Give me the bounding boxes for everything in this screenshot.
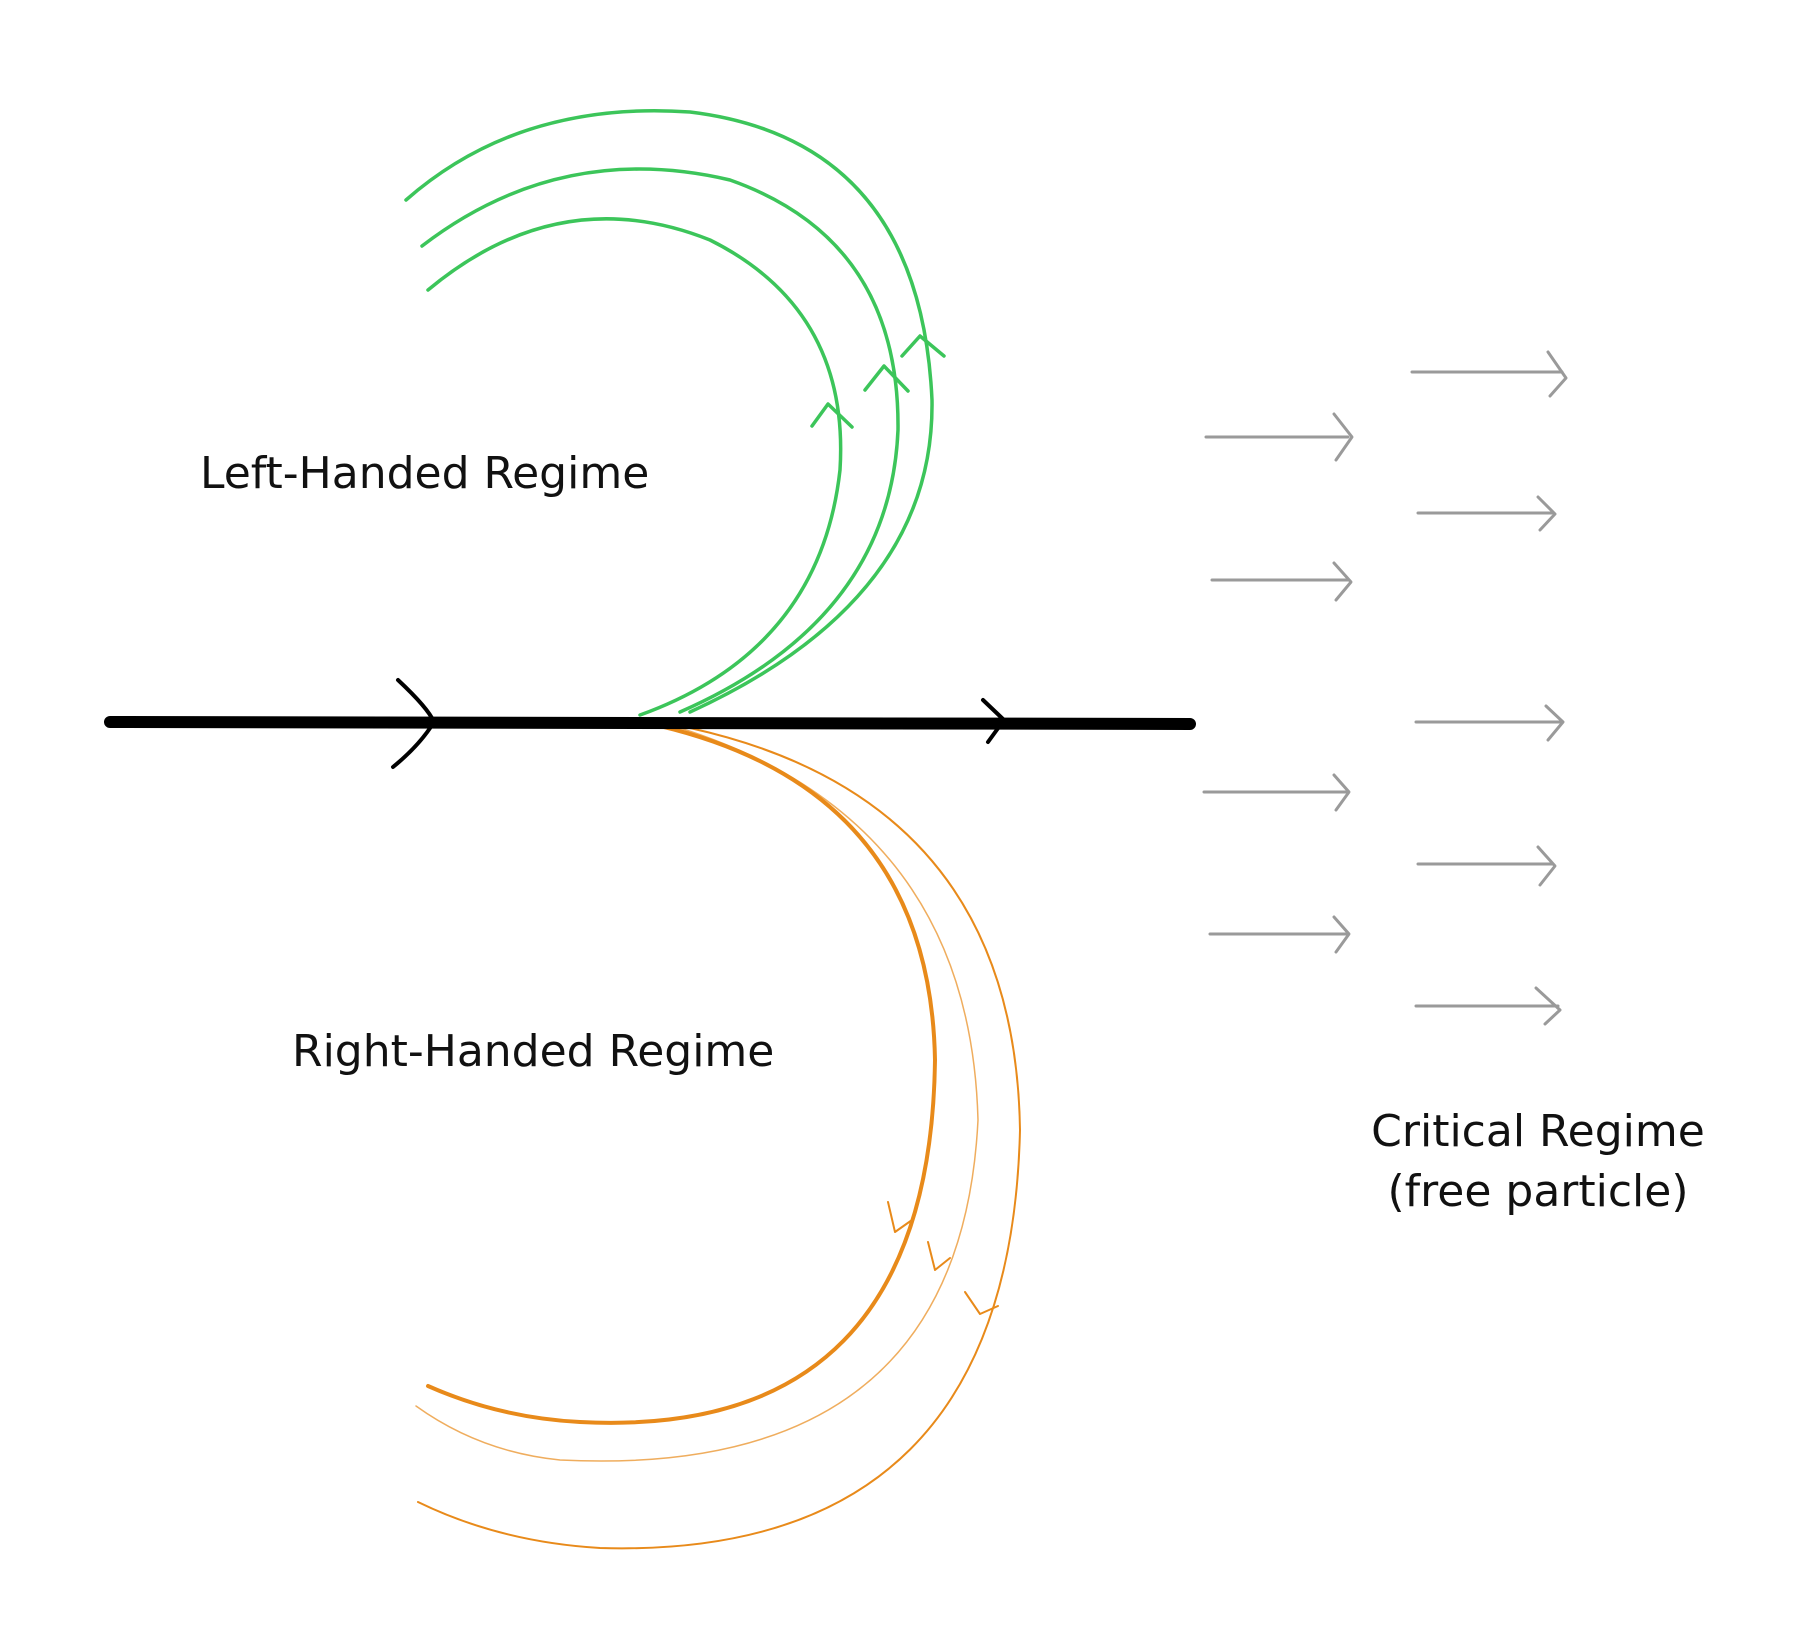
arrowhead-up-icon — [810, 402, 854, 429]
arrow-right-icon — [1410, 350, 1568, 398]
arrow-right-icon — [1416, 845, 1557, 887]
green-orbit-middle — [420, 167, 900, 714]
left-handed-orbits — [404, 108, 946, 717]
arrowhead-up-icon — [863, 364, 910, 393]
arrow-right-icon — [1416, 495, 1557, 532]
critical-label-line1: Critical Regime — [1371, 1106, 1705, 1157]
left-handed-label: Left-Handed Regime — [200, 448, 649, 499]
arrowhead-down-icon — [927, 1241, 951, 1271]
green-orbit-outer — [404, 108, 934, 714]
arrowhead-up-icon — [900, 334, 946, 358]
arrow-right-icon — [1202, 773, 1351, 812]
arrow-right-icon — [1204, 412, 1354, 462]
arrowhead-right-icon — [391, 678, 436, 769]
critical-label-line2: (free particle) — [1387, 1166, 1688, 1217]
right-handed-orbits — [415, 724, 1021, 1550]
arrow-right-icon — [1414, 704, 1565, 742]
green-orbit-inner — [426, 217, 843, 717]
right-handed-label: Right-Handed Regime — [292, 1026, 774, 1077]
axis-line — [104, 716, 1196, 730]
arrow-right-icon — [1414, 986, 1562, 1026]
orange-orbit-outer — [417, 727, 1021, 1550]
orange-orbit-middle — [415, 727, 979, 1462]
horizontal-axis — [104, 678, 1196, 769]
arrowhead-down-icon — [887, 1201, 913, 1233]
arrow-right-icon — [1208, 915, 1351, 954]
arrowhead-down-icon — [964, 1291, 999, 1315]
arrow-right-icon — [1210, 561, 1353, 602]
critical-arrows — [1202, 350, 1568, 1026]
arrowhead-right-icon — [981, 698, 1006, 744]
orange-orbit-inner — [426, 724, 937, 1425]
